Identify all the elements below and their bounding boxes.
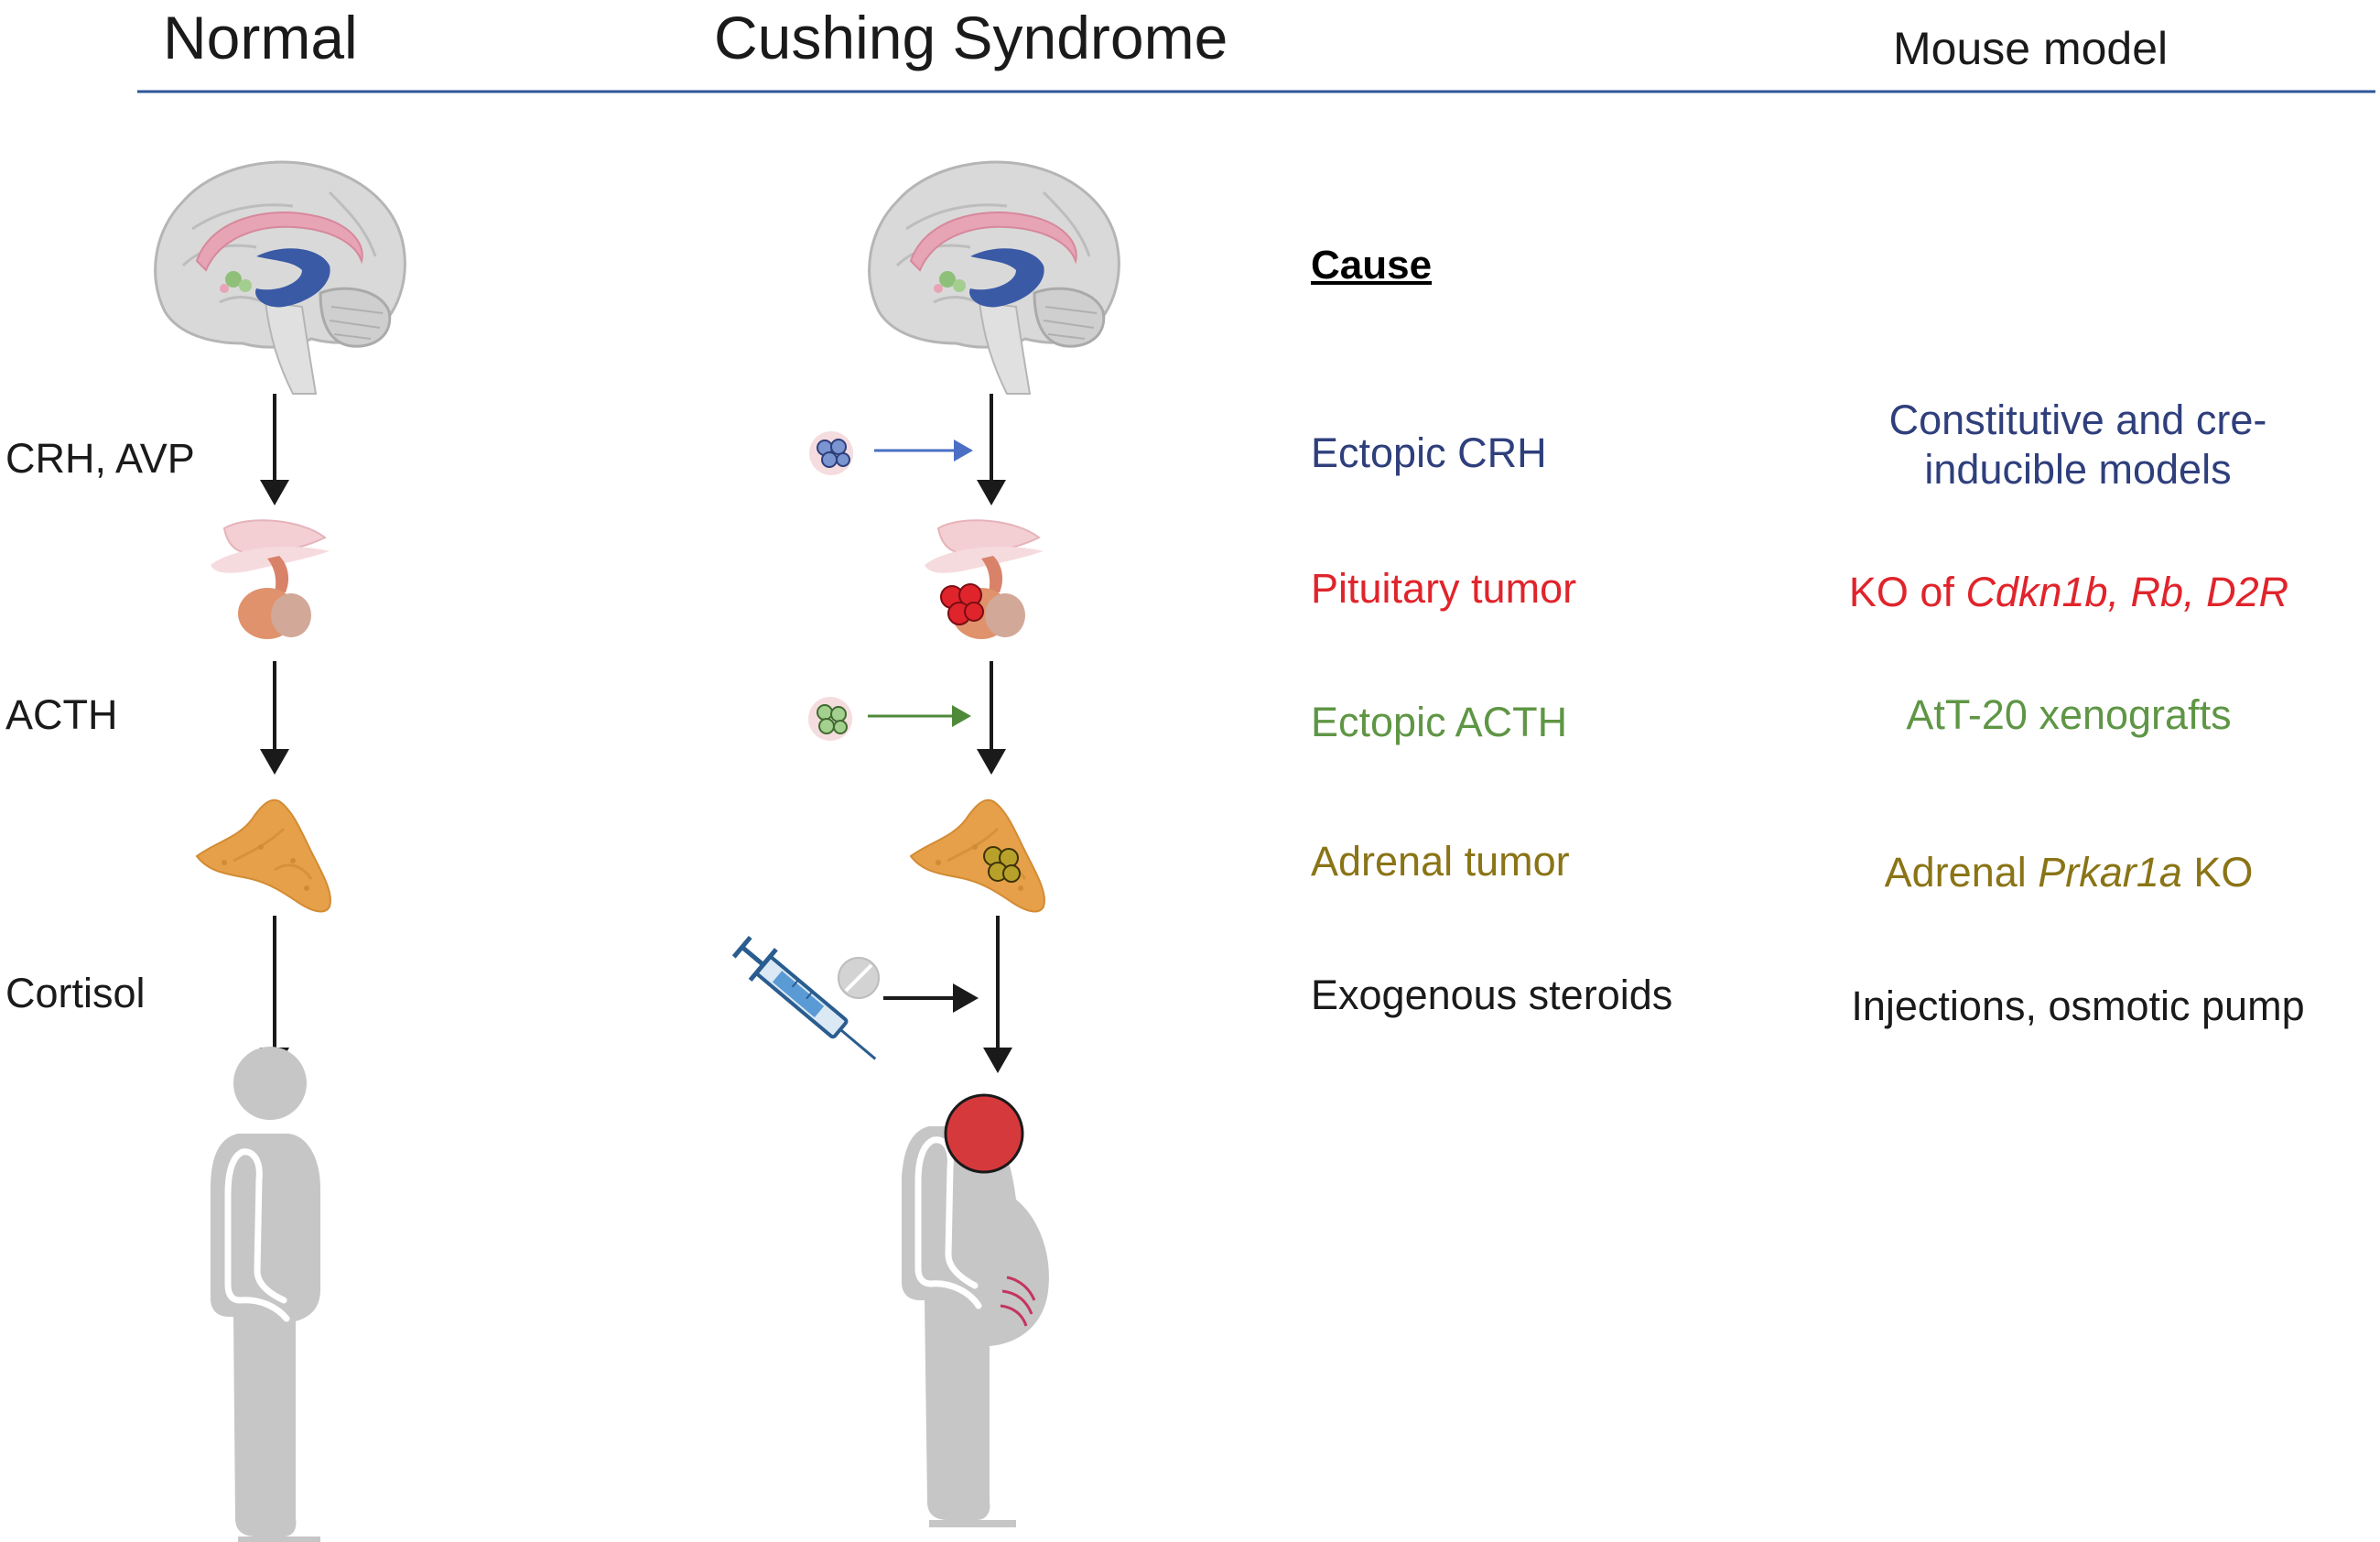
cause-adrenal-tumor: Adrenal tumor [1311,838,1570,885]
label-cortisol: Cortisol [5,970,146,1016]
cause-pituitary-tumor: Pituitary tumor [1311,565,1577,612]
moon-face-head [944,1093,1024,1174]
cushing-person-silhouette-icon [902,1126,1049,1527]
model-adrenal-prefix: Adrenal [1884,849,2039,896]
cause-exogenous-steroids: Exogenous steroids [1311,972,1673,1018]
cushing-brain-icon [868,160,1120,396]
header-cushing-syndrome: Cushing Syndrome [714,4,1228,71]
model-pituitary: KO of Cdkn1b, Rb, D2R [1840,568,2298,617]
ectopic-acth-cell-cluster-icon [807,696,853,742]
cause-title: Cause [1311,243,1433,288]
cushing-adrenal-gland-icon [909,798,1046,913]
cause-ectopic-acth: Ectopic ACTH [1311,699,1568,745]
pill-icon [838,957,880,999]
normal-brain-icon [154,160,406,396]
cause-ectopic-crh: Ectopic CRH [1311,429,1547,476]
label-crh-avp: CRH, AVP [5,435,195,482]
model-adrenal: Adrenal Prkar1a KO [1840,848,2298,897]
cushing-pituitary-icon [924,519,1044,640]
ectopic-crh-cell-cluster-icon [808,430,854,476]
adrenal-tumor-cells [983,846,1021,883]
header-mouse-model: Mouse model [1893,23,2169,74]
label-acth: ACTH [5,691,118,738]
header-normal: Normal [163,4,358,71]
model-adrenal-gene: Prkar1a [2038,849,2182,896]
normal-person-silhouette-icon [211,1047,320,1542]
model-crh: Constitutive and cre- inducible models [1867,396,2288,494]
model-crh-line1: Constitutive and cre- [1888,396,2267,443]
pituitary-tumor-cells [940,583,984,625]
model-acth: AtT-20 xenografts [1906,691,2232,738]
model-adrenal-suffix: KO [2181,849,2254,896]
model-crh-line2: inducible models [1924,446,2232,493]
model-pituitary-genes: Cdkn1b, Rb, D2R [1965,569,2289,615]
model-pituitary-prefix: KO of [1848,569,1966,615]
model-exogenous: Injections, osmotic pump [1851,983,2305,1029]
normal-pituitary-icon [210,519,330,640]
syringe-icon [731,935,877,1060]
normal-adrenal-gland-icon [195,798,332,913]
